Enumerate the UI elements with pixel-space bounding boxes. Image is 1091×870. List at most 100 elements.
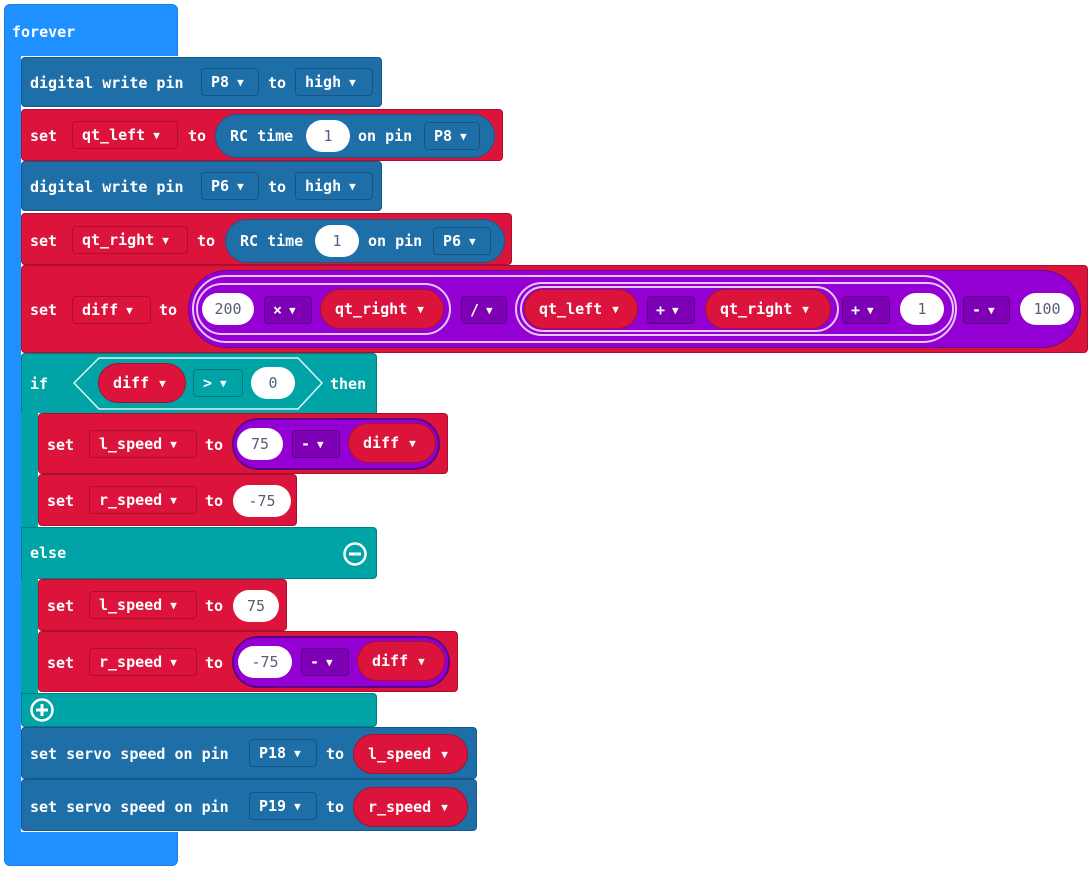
set-label: set [47, 654, 75, 672]
variable-name: r_speed [99, 653, 163, 671]
variable-reporter[interactable]: qt_right▼ [705, 289, 831, 329]
operator-dropdown[interactable]: -▼ [301, 648, 349, 676]
variable-reporter[interactable]: r_speed▼ [353, 787, 468, 827]
to-label: to [205, 436, 224, 454]
variable-name: qt_left [82, 126, 146, 144]
math-divide-block[interactable] [192, 275, 957, 343]
to-label: to [159, 301, 178, 319]
variable-dropdown[interactable]: qt_right▼ [72, 226, 188, 254]
to-label: to [205, 492, 224, 510]
number-value: 1 [323, 127, 333, 145]
caret-down-icon: ▼ [349, 75, 356, 89]
pin-dropdown[interactable]: P8▼ [201, 68, 259, 96]
variable-name: qt_right [335, 300, 408, 318]
else-row[interactable] [21, 527, 377, 579]
variable-name: qt_left [539, 300, 603, 318]
set-variable-block[interactable]: set r_speed▼ to -75 [38, 474, 297, 526]
operator-dropdown[interactable]: >▼ [193, 369, 243, 397]
caret-down-icon: ▼ [326, 655, 333, 669]
number-input[interactable]: -75 [233, 485, 291, 517]
operator-dropdown[interactable]: +▼ [647, 296, 695, 324]
digital-write-block[interactable]: digital write pin P8▼ to high▼ [21, 57, 382, 107]
rc-time-input[interactable]: 1 [315, 225, 359, 257]
variable-reporter[interactable]: l_speed ▼ [353, 734, 468, 774]
variable-dropdown[interactable]: r_speed▼ [89, 486, 197, 514]
number-value: -75 [251, 653, 279, 671]
variable-dropdown[interactable]: r_speed▼ [89, 648, 197, 676]
number-input[interactable]: 75 [237, 428, 283, 460]
rc-time-block[interactable]: RC time 1 on pin P8▼ [215, 114, 495, 158]
servo-speed-label: set servo speed on pin [30, 798, 229, 816]
variable-name: l_speed [368, 745, 432, 763]
to-label: to [188, 127, 207, 145]
rc-time-label: RC time [240, 232, 304, 250]
number-input[interactable]: -75 [238, 646, 292, 678]
pin-dropdown[interactable]: P6▼ [433, 227, 491, 255]
math-plus-block[interactable] [515, 282, 954, 336]
on-pin-label: on pin [368, 232, 423, 250]
number-value: 0 [268, 374, 278, 392]
variable-reporter[interactable]: diff▼ [348, 423, 436, 463]
variable-reporter[interactable]: diff▼ [357, 641, 445, 681]
pin-dropdown[interactable]: P8▼ [424, 122, 480, 150]
pin-dropdown[interactable]: P6▼ [201, 172, 259, 200]
set-variable-block[interactable]: set qt_left▼ to RC time 1 on pin P8▼ [21, 109, 503, 161]
caret-down-icon: ▼ [237, 179, 244, 193]
caret-down-icon: ▼ [867, 303, 874, 317]
number-value: 1 [332, 232, 342, 250]
servo-speed-label: set servo speed on pin [30, 745, 229, 763]
rc-time-block[interactable]: RC time 1 on pin P6▼ [225, 219, 505, 263]
number-input[interactable]: 75 [233, 590, 279, 622]
if-block-footer [21, 693, 377, 727]
number-input[interactable]: 0 [251, 367, 295, 399]
number-input[interactable]: 1 [900, 293, 944, 325]
pin-value: P18 [259, 744, 287, 762]
plus-circle-icon[interactable] [29, 697, 55, 723]
set-label: set [30, 301, 58, 319]
caret-down-icon: ▼ [162, 233, 169, 247]
caret-down-icon: ▼ [237, 75, 244, 89]
variable-reporter[interactable]: diff▼ [98, 363, 186, 403]
operator-value: / [470, 301, 480, 319]
operator-dropdown[interactable]: -▼ [292, 430, 340, 458]
forever-label: forever [12, 23, 76, 41]
value-dropdown[interactable]: high▼ [295, 68, 373, 96]
variable-name: diff [363, 434, 400, 452]
to-label: to [326, 745, 345, 763]
number-value: 75 [246, 597, 266, 615]
variable-reporter[interactable]: qt_left▼ [524, 289, 638, 329]
caret-down-icon: ▼ [220, 376, 227, 390]
pin-dropdown[interactable]: P19▼ [249, 792, 317, 820]
variable-reporter[interactable]: qt_right ▼ [320, 289, 444, 329]
to-label: to [205, 597, 224, 615]
math-multiply-block[interactable] [196, 283, 451, 335]
caret-down-icon: ▼ [417, 302, 424, 316]
caret-down-icon: ▼ [170, 493, 177, 507]
variable-dropdown[interactable]: l_speed▼ [89, 591, 197, 619]
math-plus-block[interactable] [520, 286, 839, 332]
pin-dropdown[interactable]: P18▼ [249, 739, 317, 767]
value-dropdown[interactable]: high▼ [295, 172, 373, 200]
caret-down-icon: ▼ [441, 747, 448, 761]
digital-write-block[interactable]: digital write pin P6▼ to high▼ [21, 161, 382, 211]
variable-dropdown[interactable]: qt_left▼ [72, 121, 178, 149]
number-input[interactable]: 100 [1020, 293, 1074, 325]
variable-dropdown[interactable]: diff▼ [72, 296, 151, 324]
operator-dropdown[interactable]: ×▼ [264, 296, 312, 324]
set-variable-block[interactable]: set l_speed▼ to 75 [38, 579, 287, 631]
digital-write-label: digital write pin [30, 74, 184, 92]
operator-dropdown[interactable]: /▼ [461, 296, 507, 324]
servo-speed-block[interactable]: set servo speed on pin P18▼ to l_speed ▼ [21, 727, 477, 779]
servo-speed-block[interactable]: set servo speed on pin P19▼ to r_speed▼ [21, 779, 477, 831]
value-text: high [305, 177, 342, 195]
operator-dropdown[interactable]: +▼ [842, 296, 890, 324]
variable-name: diff [113, 374, 150, 392]
operator-dropdown[interactable]: -▼ [963, 296, 1010, 324]
rc-time-input[interactable]: 1 [306, 120, 350, 152]
variable-dropdown[interactable]: l_speed▼ [89, 430, 197, 458]
set-variable-block[interactable]: set qt_right▼ to RC time 1 on pin P6▼ [21, 213, 512, 265]
number-input[interactable]: 200 [202, 293, 254, 325]
caret-down-icon: ▼ [441, 800, 448, 814]
minus-circle-icon[interactable] [342, 541, 368, 567]
operator-value: + [851, 301, 861, 319]
